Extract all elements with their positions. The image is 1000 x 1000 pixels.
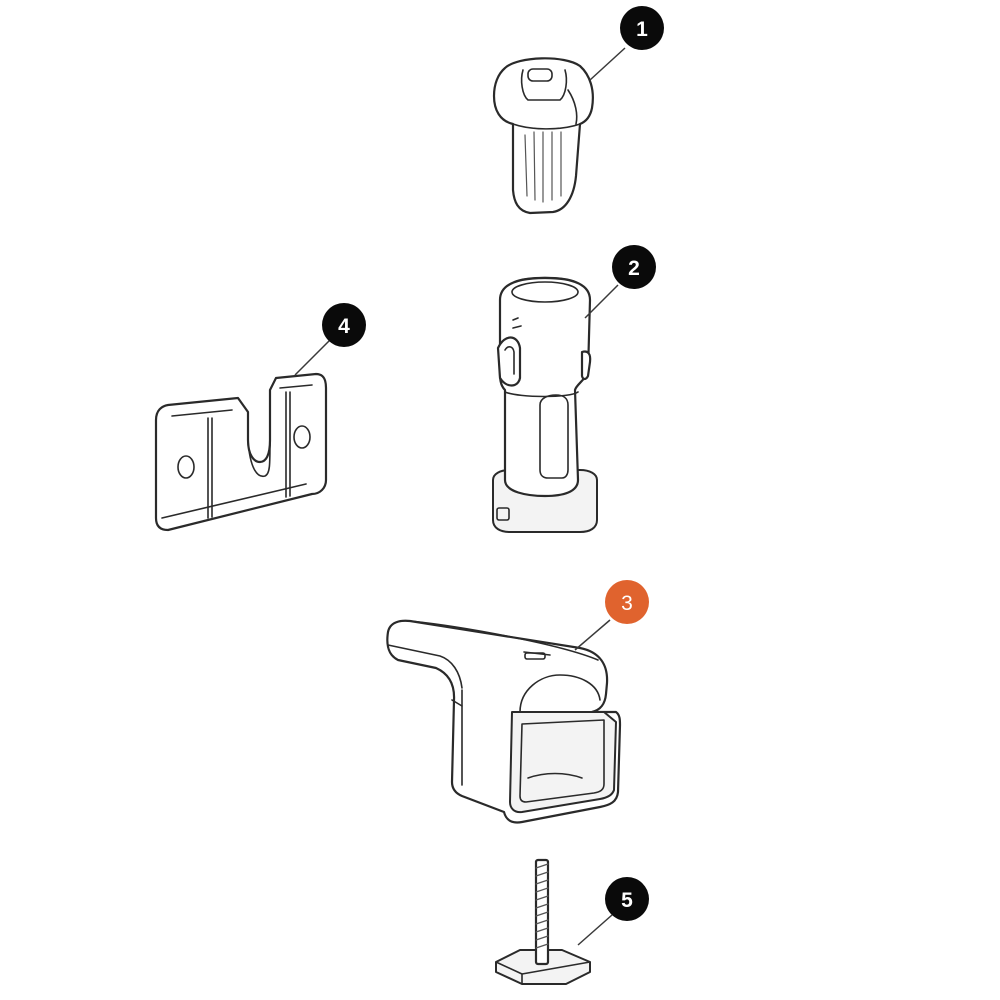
callout-2: 2 [612, 245, 656, 289]
callout-1-label: 1 [636, 18, 648, 41]
callout-5-circle [605, 877, 649, 921]
callout-3-circle [605, 580, 649, 624]
callout-2-circle [612, 245, 656, 289]
part-1-end-cap [492, 57, 594, 215]
callout-4-circle [322, 303, 366, 347]
part-3-clamp-bracket [386, 619, 622, 824]
leader-line-2 [584, 284, 619, 319]
callout-1: 1 [620, 6, 664, 50]
leader-line-3 [574, 619, 611, 651]
leader-line-1 [589, 47, 626, 81]
callout-2-label: 2 [628, 257, 640, 280]
leader-line-4 [294, 339, 331, 376]
callout-3: 3 [605, 580, 649, 624]
callout-5-label: 5 [621, 889, 633, 912]
callout-5: 5 [605, 877, 649, 921]
part-5-t-bolt [495, 858, 591, 985]
callout-4-label: 4 [338, 315, 350, 338]
callout-1-circle [620, 6, 664, 50]
callout-4: 4 [322, 303, 366, 347]
leader-line-5 [577, 914, 613, 946]
callout-3-label: 3 [621, 592, 633, 615]
part-2-lock-cylinder [492, 276, 598, 533]
part-4-mounting-plate [154, 372, 328, 532]
